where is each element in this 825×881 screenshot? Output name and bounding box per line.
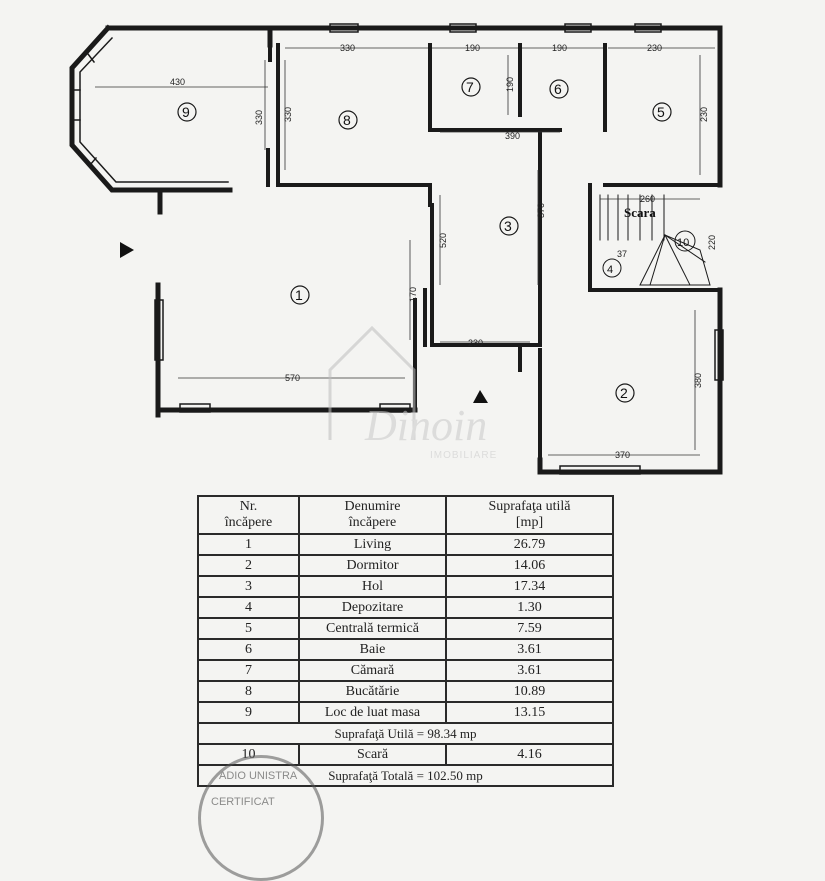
room-label-6: 6 [554, 81, 562, 97]
cell-area: 26.79 [445, 533, 614, 556]
cell-num: 5 [197, 617, 300, 640]
dim-label: 330 [340, 43, 355, 53]
cell-name: Bucătărie [298, 680, 447, 703]
bay-window [71, 36, 229, 183]
room-label-7: 7 [466, 79, 474, 95]
cell-name: Living [298, 533, 447, 556]
cell-num: 3 [197, 575, 300, 598]
dim-label: 190 [505, 77, 515, 92]
stair-label: Scara [624, 205, 656, 220]
cell-num: 1 [197, 533, 300, 556]
staircase [599, 194, 711, 286]
entrance-marker-icon [473, 390, 488, 403]
dim-label: 430 [170, 77, 185, 87]
header-suprafata: Suprafaţa utilă[mp] [445, 495, 614, 535]
cell-num: 7 [197, 659, 300, 682]
cell-num: 6 [197, 638, 300, 661]
room-label-4: 4 [607, 264, 613, 276]
room-label-2: 2 [620, 385, 628, 401]
room-label-8: 8 [343, 112, 351, 128]
interior-walls [266, 43, 722, 462]
util-total: Suprafaţă Utilă = 98.34 mp [197, 722, 614, 745]
dim-label: 260 [640, 194, 655, 204]
dim-label: 370 [536, 203, 546, 218]
cell-area: 4.16 [445, 743, 614, 766]
dim-label: 190 [552, 43, 567, 53]
room-label-3: 3 [504, 218, 512, 234]
cell-num: 8 [197, 680, 300, 703]
room-label-5: 5 [657, 104, 665, 120]
dim-label: 520 [438, 233, 448, 248]
dim-label: 190 [465, 43, 480, 53]
cell-name: Hol [298, 575, 447, 598]
watermark-logo: Dinoin IMOBILIARE [328, 325, 497, 461]
cell-area: 1.30 [445, 596, 614, 619]
cell-name: Baie [298, 638, 447, 661]
cell-name: Cămară [298, 659, 447, 682]
dimension-labels: 430 330 190 190 230 330 330 190 390 230 … [170, 43, 717, 460]
dim-label: 230 [699, 107, 709, 122]
cell-name: Dormitor [298, 554, 447, 577]
cell-area: 13.15 [445, 701, 614, 724]
cell-num: 10 [197, 743, 300, 766]
cell-name: Centrală termică [298, 617, 447, 640]
cell-name: Loc de luat masa [298, 701, 447, 724]
room-markers [177, 77, 672, 403]
dim-label: 390 [505, 131, 520, 141]
svg-text:Dinoin: Dinoin [364, 401, 487, 450]
room-label-10: 10 [677, 237, 689, 249]
cell-num: 4 [197, 596, 300, 619]
entrance-marker-icon [120, 242, 134, 258]
cell-area: 7.59 [445, 617, 614, 640]
cell-num: 2 [197, 554, 300, 577]
dim-label: 230 [468, 338, 483, 348]
cell-area: 3.61 [445, 638, 614, 661]
grand-total: Suprafaţă Totală = 102.50 mp [197, 764, 614, 787]
cell-area: 14.06 [445, 554, 614, 577]
dim-label: 170 [408, 287, 418, 302]
outer-walls [69, 24, 723, 475]
room-label-1: 1 [295, 287, 303, 303]
dim-label: 220 [707, 235, 717, 250]
dim-label: 37 [617, 249, 627, 259]
cell-area: 17.34 [445, 575, 614, 598]
dim-label: 380 [693, 373, 703, 388]
cell-name: Scară [298, 743, 447, 766]
header-nr: Nr.încăpere [197, 495, 300, 535]
svg-text:IMOBILIARE: IMOBILIARE [430, 450, 497, 461]
cell-area: 3.61 [445, 659, 614, 682]
grand-total-row: Suprafaţă Totală = 102.50 mp [197, 764, 614, 787]
cell-area: 10.89 [445, 680, 614, 703]
dim-label: 330 [283, 107, 293, 122]
dim-label: 570 [285, 373, 300, 383]
dim-label: 330 [254, 110, 264, 125]
dim-label: 370 [615, 450, 630, 460]
room-label-9: 9 [182, 104, 190, 120]
stamp-text-bottom: CERTIFICAT [211, 796, 275, 808]
floor-plan: 430 330 190 190 230 330 330 190 390 230 … [69, 23, 724, 475]
util-total-row: Suprafaţă Utilă = 98.34 mp [197, 722, 614, 745]
cell-num: 9 [197, 701, 300, 724]
dimension-lines [95, 47, 715, 456]
windows [154, 23, 724, 475]
dim-label: 230 [647, 43, 662, 53]
cell-name: Depozitare [298, 596, 447, 619]
